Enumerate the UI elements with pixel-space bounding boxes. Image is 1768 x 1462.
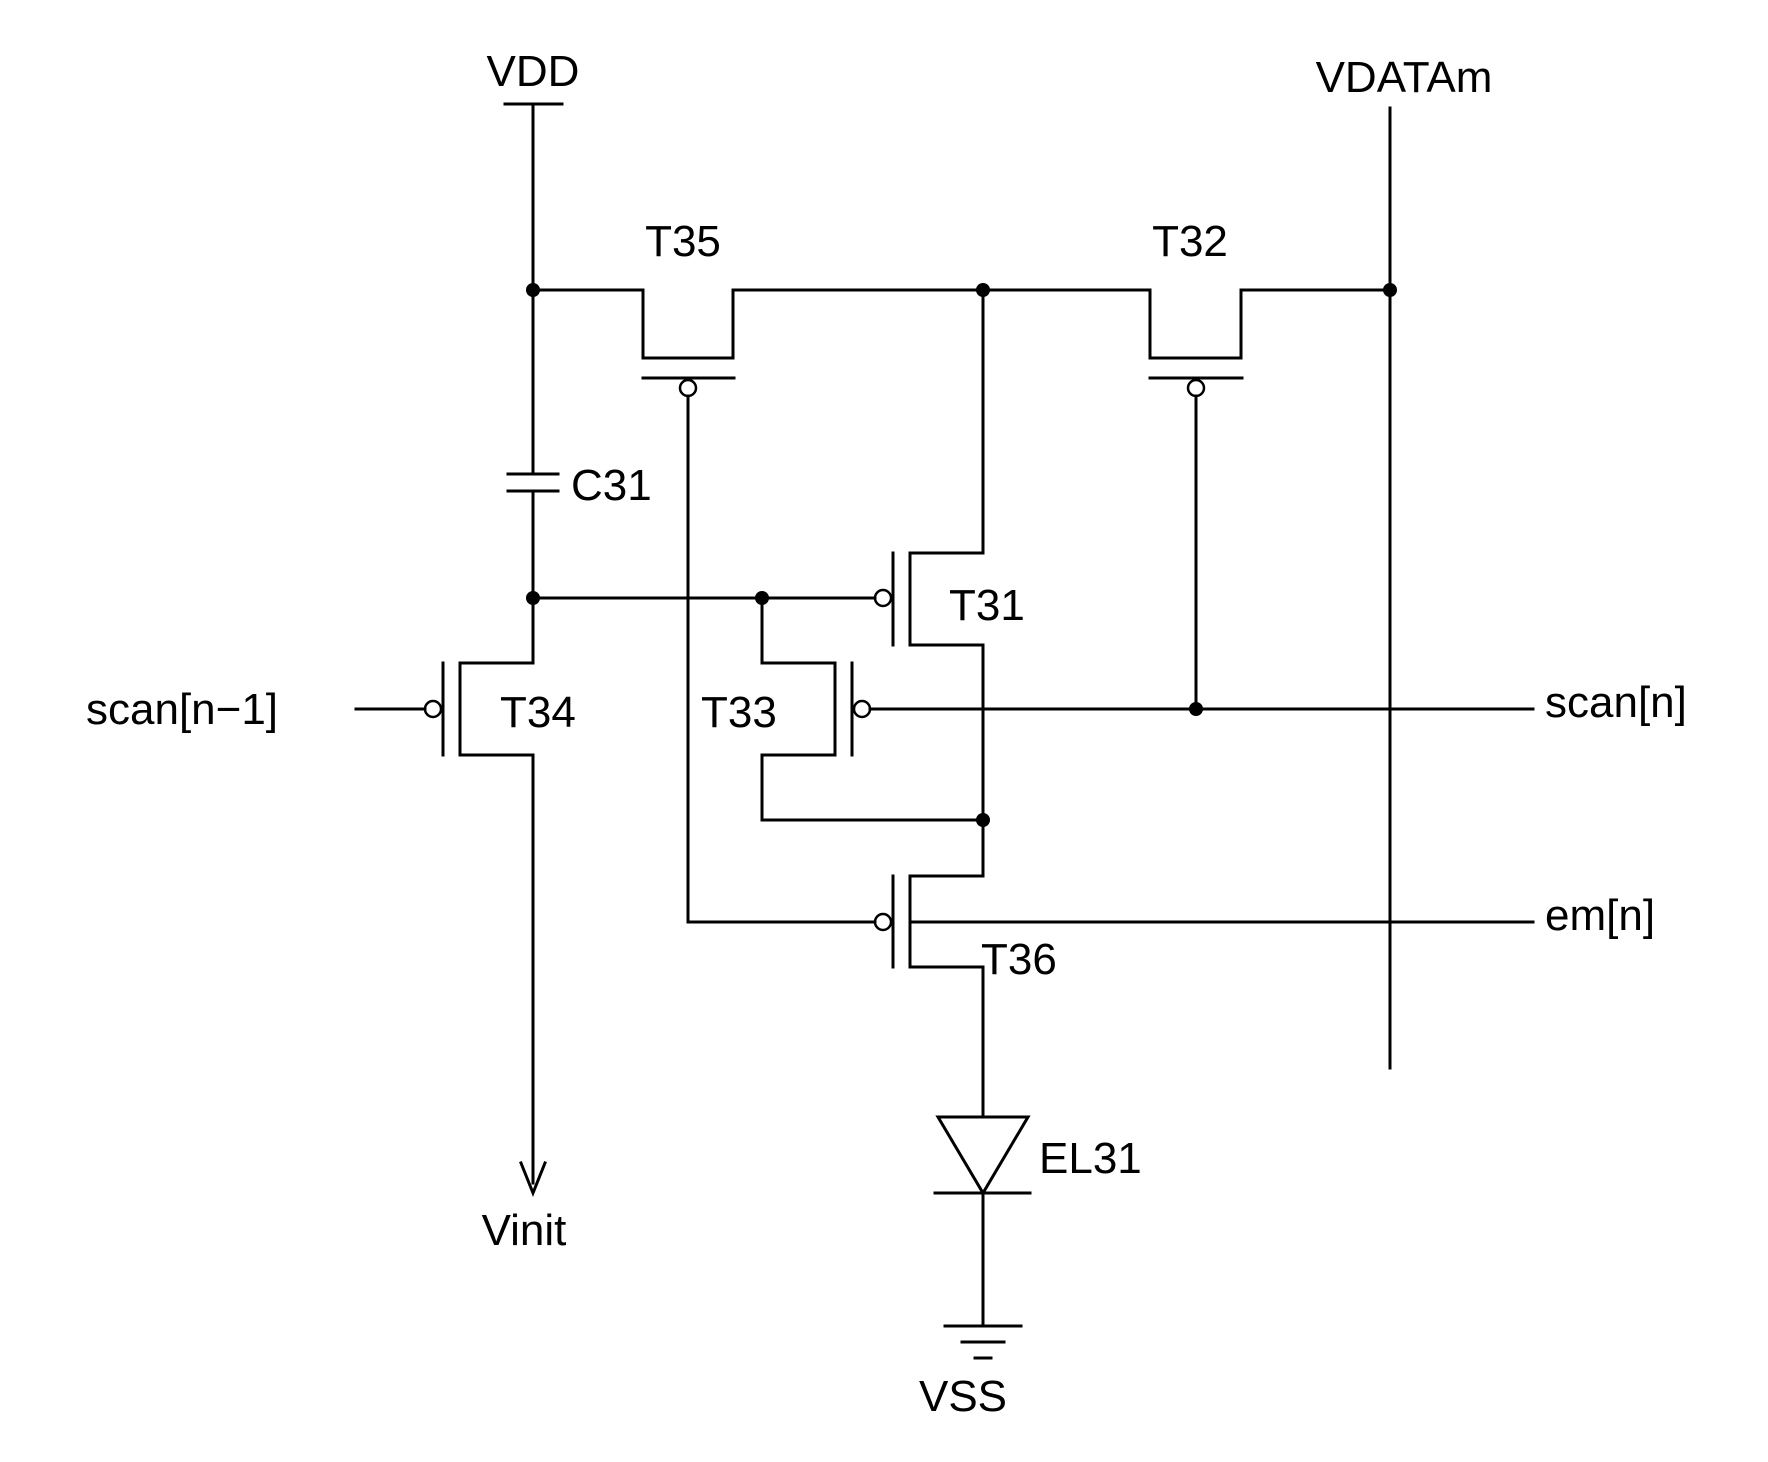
label-t33: T33 bbox=[701, 688, 777, 737]
transistor-t31 bbox=[875, 290, 983, 820]
ground-icon bbox=[945, 1326, 1021, 1358]
label-em-n: em[n] bbox=[1545, 891, 1655, 940]
label-vinit: Vinit bbox=[482, 1206, 567, 1255]
diode-el31 bbox=[935, 1117, 1030, 1326]
junction-gate-left bbox=[526, 591, 540, 605]
label-scan-prev: scan[n−1] bbox=[86, 685, 278, 734]
capacitor-c31 bbox=[508, 474, 558, 598]
label-vdata: VDATAm bbox=[1316, 53, 1493, 102]
label-vdd: VDD bbox=[487, 47, 580, 96]
transistor-t32 bbox=[1150, 290, 1242, 708]
label-scan-n: scan[n] bbox=[1545, 678, 1687, 727]
transistor-t36 bbox=[688, 820, 1533, 1117]
junction-drain bbox=[976, 813, 990, 827]
label-t35: T35 bbox=[645, 217, 721, 266]
label-t34: T34 bbox=[500, 688, 576, 737]
transistor-t34 bbox=[356, 598, 533, 1183]
junction-gate-t33 bbox=[755, 591, 769, 605]
label-c31: C31 bbox=[571, 461, 652, 510]
label-el31: EL31 bbox=[1039, 1134, 1142, 1183]
label-t32: T32 bbox=[1152, 217, 1228, 266]
transistor-t35 bbox=[643, 290, 734, 922]
junction-vdd bbox=[526, 283, 540, 297]
label-t31: T31 bbox=[949, 581, 1025, 630]
label-t36: T36 bbox=[981, 935, 1057, 984]
label-vss: VSS bbox=[919, 1372, 1007, 1421]
junction-t31-source bbox=[976, 283, 990, 297]
junction-scan-t32 bbox=[1189, 702, 1203, 716]
junction-dots bbox=[526, 283, 1397, 827]
junction-vdata bbox=[1383, 283, 1397, 297]
